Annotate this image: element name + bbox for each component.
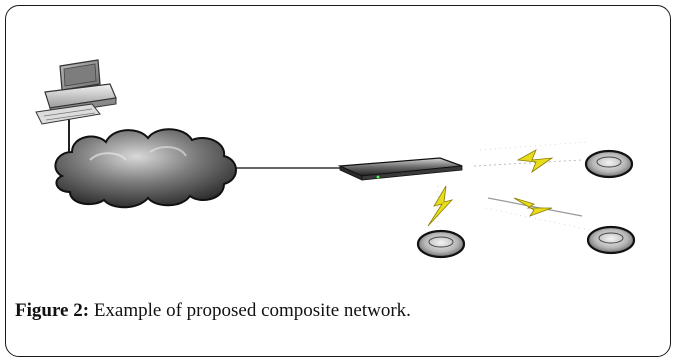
- lightning-bolt-icon: [516, 149, 554, 174]
- wireless-link-bottom-left: [427, 185, 454, 228]
- lightning-bolt-icon: [513, 197, 553, 217]
- figure-caption: Figure 2: Example of proposed composite …: [15, 300, 655, 322]
- network-cloud-icon: [54, 128, 237, 209]
- desktop-computer-icon: [35, 59, 117, 125]
- figure-caption-text: Example of proposed composite network.: [89, 300, 411, 321]
- wireless-access-point-icon: [337, 157, 463, 181]
- figure-label: Figure 2:: [15, 300, 90, 321]
- wireless-node-top-right-icon: [584, 149, 634, 179]
- wireless-node-bottom-left-icon: [416, 229, 466, 259]
- wireless-node-bottom-right-icon: [586, 225, 636, 255]
- wireless-link-bottom-right: [485, 197, 591, 231]
- wireless-link-top-right: [473, 141, 587, 174]
- lightning-bolt-icon: [427, 185, 454, 227]
